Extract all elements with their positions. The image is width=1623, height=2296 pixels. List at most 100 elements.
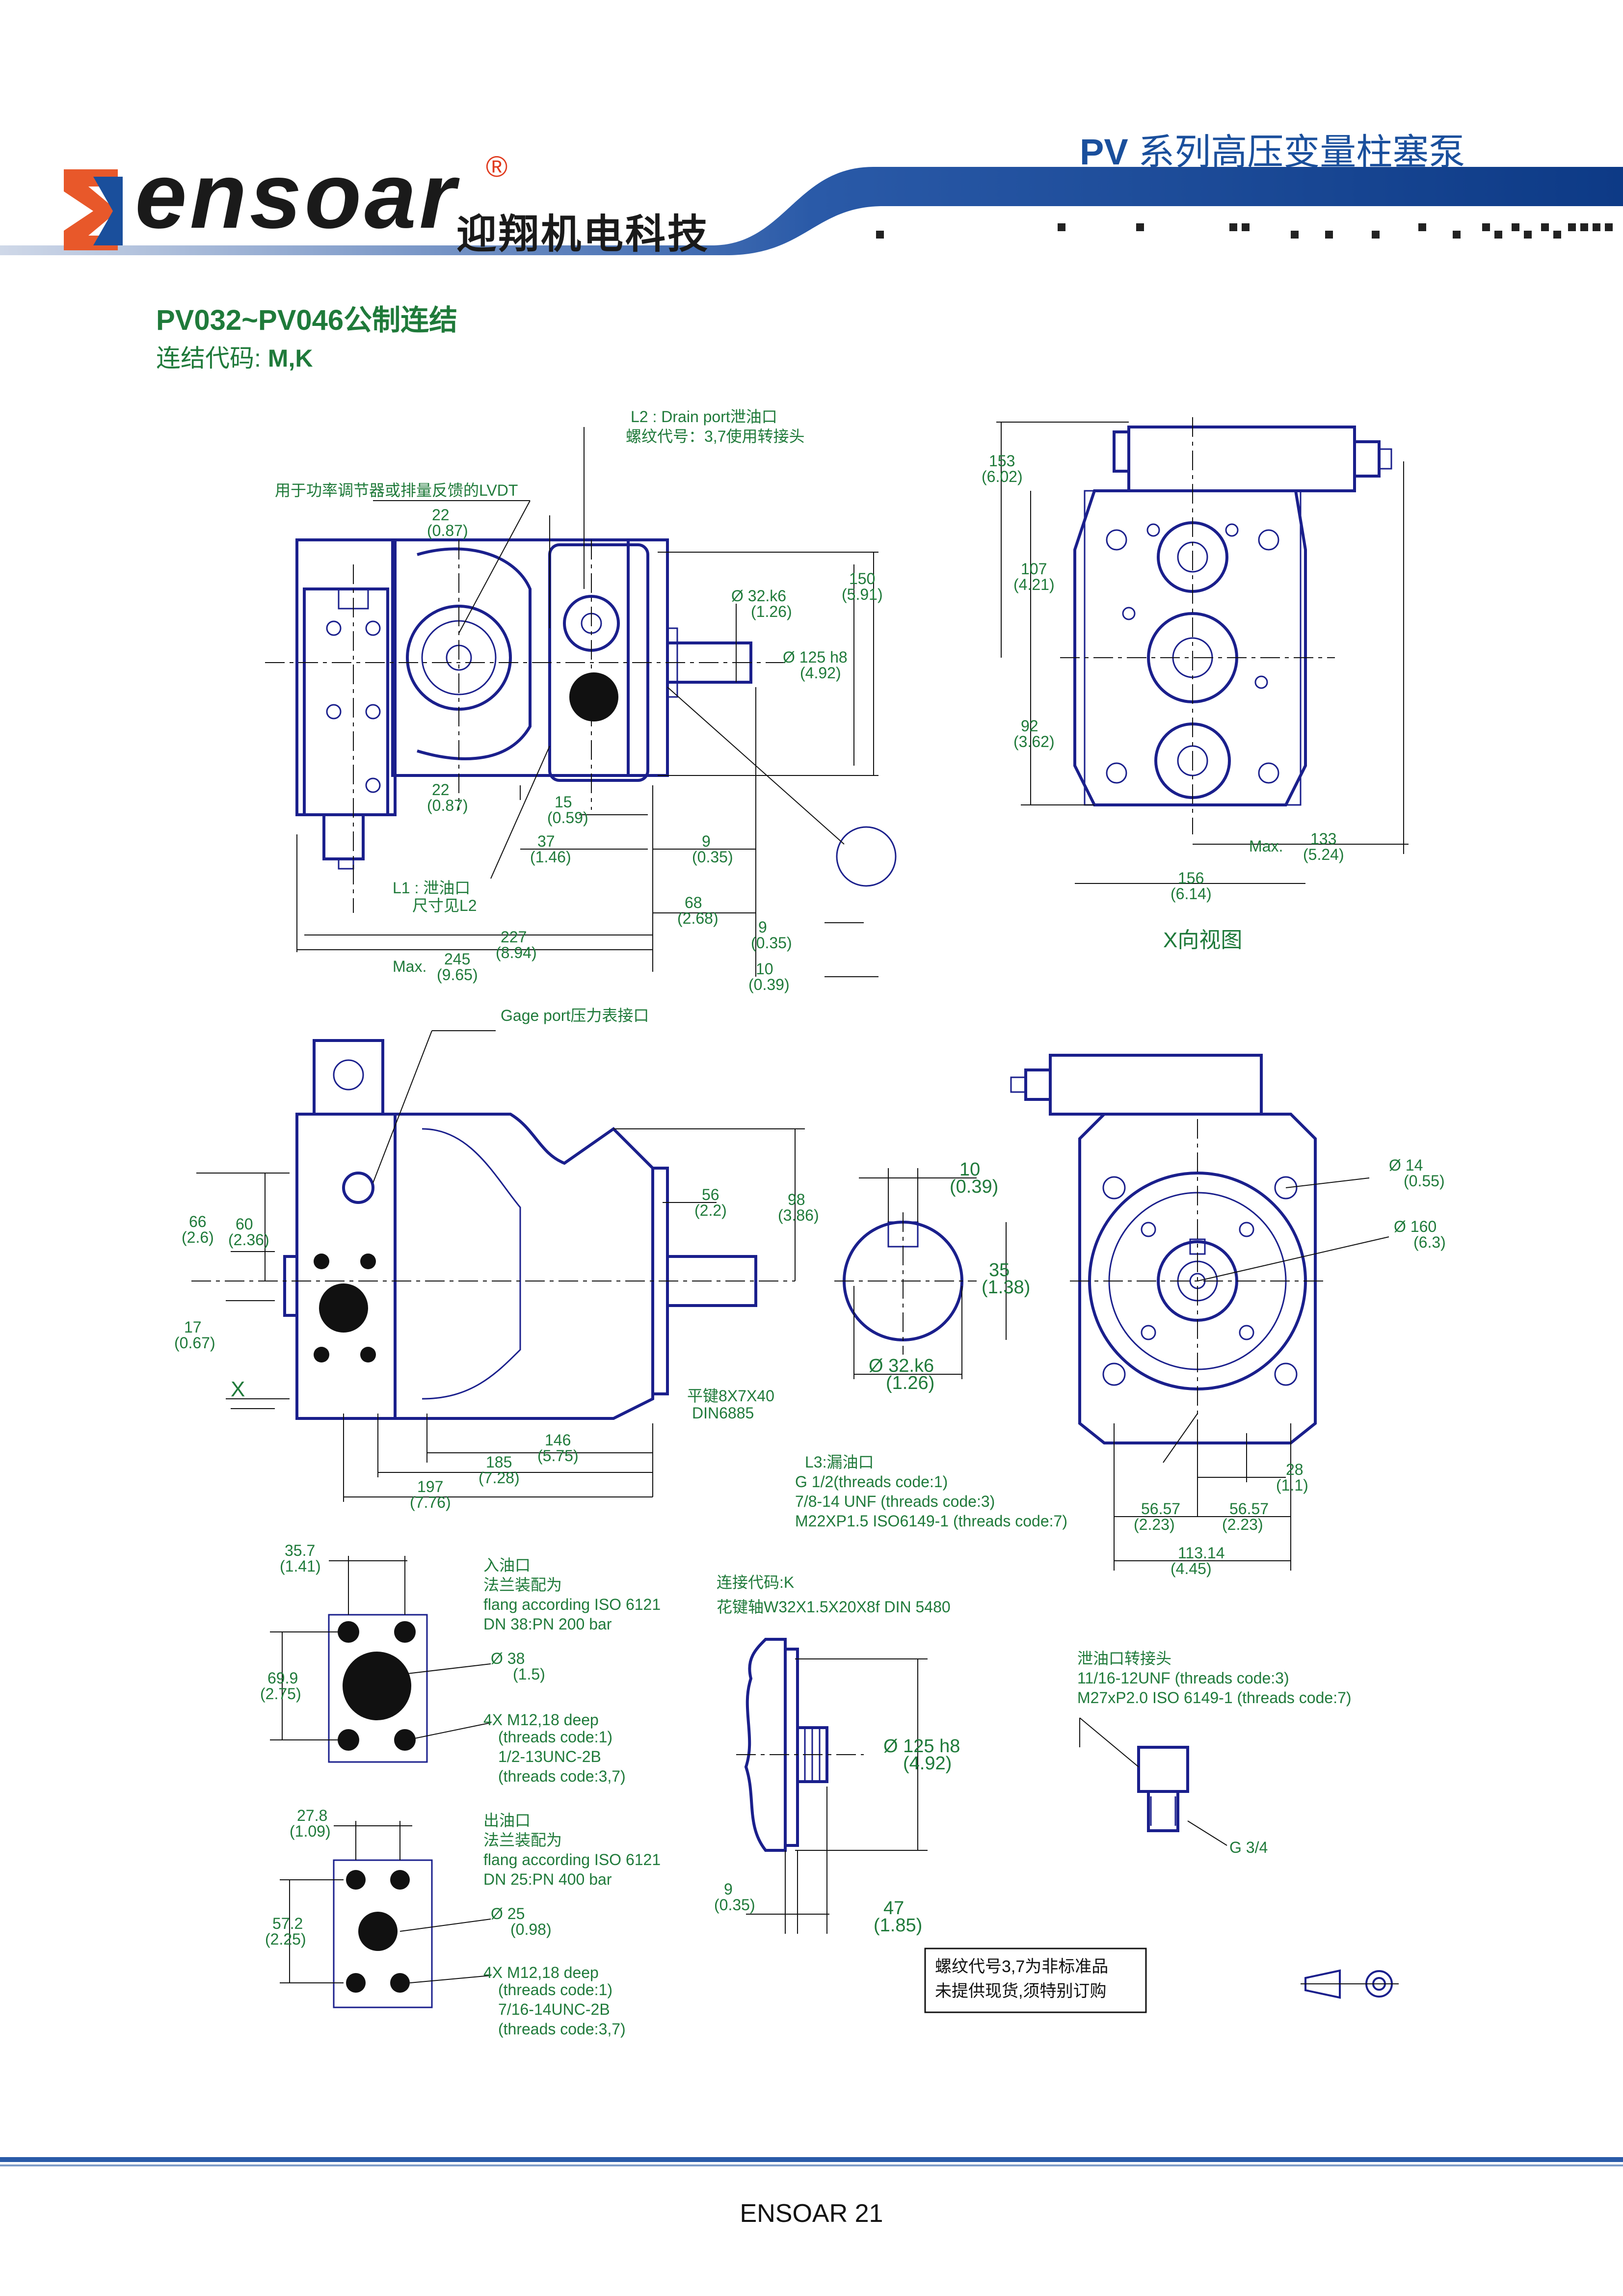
header-title-bold: PV bbox=[1080, 132, 1128, 172]
dim-9a-in: (0.35) bbox=[692, 848, 733, 866]
outlet-bolt3: 7/16-14UNC-2B bbox=[498, 2001, 610, 2018]
dim-60: 60 bbox=[236, 1215, 253, 1233]
shaft-dim-10: 10 bbox=[959, 1159, 980, 1180]
dim-9b: 9 bbox=[758, 918, 767, 936]
outlet-flange-view: 27.8 (1.09) 57.2 (2.25) 出油口 法兰装配为 flang … bbox=[265, 1807, 661, 2038]
outlet-bolt1: 4X M12,18 deep bbox=[483, 1964, 599, 1981]
gage-port-label: Gage port压力表接口 bbox=[501, 1007, 649, 1024]
dim-153: 153 bbox=[989, 452, 1015, 470]
dim-227: 227 bbox=[501, 928, 527, 946]
dim-15: 15 bbox=[555, 793, 572, 811]
spline-dim-47: 47 bbox=[883, 1898, 904, 1919]
dim-15-in: (0.59) bbox=[547, 809, 588, 827]
pump-side-view-top: L2 : Drain port泄油口 螺纹代号：3,7使用转接头 用于功率调节器… bbox=[265, 408, 897, 993]
dim-32k6: Ø 32.k6 bbox=[731, 587, 786, 605]
dim-185: 185 bbox=[486, 1453, 512, 1471]
x-direction-label: X bbox=[231, 1377, 245, 1401]
l3-label: L3:漏油口 bbox=[805, 1453, 874, 1471]
l3-line2: 7/8-14 UNF (threads code:3) bbox=[795, 1493, 995, 1510]
note-box: 螺纹代号3,7为非标准品 未提供现货,须特别订购 bbox=[924, 1948, 1147, 2013]
dim-146-in: (5.75) bbox=[537, 1447, 579, 1465]
dim-28: 28 bbox=[1286, 1461, 1304, 1478]
section-title: PV032~PV046公制连结 bbox=[156, 304, 458, 336]
spline-line1: 连接代码:K bbox=[717, 1574, 794, 1591]
outlet-dim-25: Ø 25 bbox=[491, 1905, 525, 1922]
connection-code-label: 连结代码: bbox=[156, 345, 268, 372]
page-header-title: PV 系列高压变量柱塞泵 bbox=[1080, 123, 1465, 175]
inlet-dim-699: 69.9 bbox=[267, 1669, 298, 1687]
dim-133-in: (5.24) bbox=[1303, 846, 1344, 863]
dim-11314-in: (4.45) bbox=[1171, 1560, 1212, 1577]
dim-150-in: (5.91) bbox=[842, 586, 883, 603]
dim-197: 197 bbox=[417, 1478, 443, 1495]
note-line2: 未提供现货,须特别订购 bbox=[935, 1982, 1106, 2001]
projection-symbol-icon bbox=[1301, 1969, 1399, 1999]
inlet-dim-357: 35.7 bbox=[285, 1542, 315, 1559]
outlet-title: 出油口 bbox=[483, 1812, 531, 1829]
key-label-line1: 平键8X7X40 bbox=[687, 1387, 774, 1405]
dim-68-in: (2.68) bbox=[677, 909, 718, 927]
dim-37: 37 bbox=[537, 832, 555, 850]
dim-22b: 22 bbox=[432, 781, 450, 799]
pump-side-view-mid: Gage port压力表接口 56 (2.2) 98 (3.86) 66 (2.… bbox=[174, 1007, 819, 1511]
connection-code-value: M,K bbox=[267, 345, 313, 372]
note-line1: 螺纹代号3,7为非标准品 bbox=[935, 1957, 1108, 1976]
dim-d14-in: (0.55) bbox=[1404, 1172, 1445, 1190]
dim-5657b-in: (2.23) bbox=[1222, 1516, 1263, 1533]
shaft-dim-35: 35 bbox=[989, 1260, 1010, 1281]
dim-125h8-in: (4.92) bbox=[800, 664, 841, 682]
outlet-dim-278: 27.8 bbox=[297, 1807, 327, 1824]
dim-107: 107 bbox=[1021, 560, 1047, 578]
dim-32k6-in: (1.26) bbox=[751, 603, 792, 620]
dim-22b-in: (0.87) bbox=[427, 797, 468, 814]
l2-label-line1: L2 : Drain port泄油口 bbox=[631, 408, 777, 426]
x-view-caption: X向视图 bbox=[1163, 928, 1242, 952]
header-band bbox=[0, 167, 1623, 255]
shaft-dim-32k6-in: (1.26) bbox=[886, 1373, 934, 1393]
spline-dim-9: 9 bbox=[724, 1880, 733, 1898]
adapter-g34: G 3/4 bbox=[1229, 1839, 1268, 1856]
dim-146: 146 bbox=[545, 1431, 571, 1449]
adapter-line2: 11/16-12UNF (threads code:3) bbox=[1077, 1669, 1289, 1687]
inlet-dim-38: Ø 38 bbox=[491, 1650, 525, 1667]
dim-60-in: (2.36) bbox=[228, 1231, 269, 1249]
inlet-dim-699-in: (2.75) bbox=[260, 1685, 301, 1703]
dim-17-in: (0.67) bbox=[174, 1334, 215, 1352]
l3-line1: G 1/2(threads code:1) bbox=[795, 1473, 948, 1491]
header-dot-pattern bbox=[876, 223, 1613, 239]
inlet-line3: DN 38:PN 200 bar bbox=[483, 1615, 612, 1633]
logo-wordmark: ensoar bbox=[135, 144, 459, 248]
dim-133-prefix: Max. bbox=[1249, 837, 1283, 855]
shaft-section-view: 10 (0.39) 35 (1.38) Ø 32.k6 (1.26) bbox=[834, 1159, 1030, 1393]
outlet-line3: DN 25:PN 400 bar bbox=[483, 1870, 612, 1888]
dim-22a-in: (0.87) bbox=[427, 522, 468, 539]
shaft-dim-32k6: Ø 32.k6 bbox=[869, 1356, 934, 1376]
dim-5657b: 56.57 bbox=[1229, 1500, 1269, 1518]
l1-label-line1: L1 : 泄油口 bbox=[393, 879, 470, 897]
dim-133: 133 bbox=[1310, 830, 1336, 848]
dim-9a: 9 bbox=[702, 832, 711, 850]
key-label-line2: DIN6885 bbox=[692, 1404, 754, 1422]
inlet-dim-38-in: (1.5) bbox=[513, 1665, 545, 1683]
dim-245: 245 bbox=[444, 950, 470, 968]
shaft-dim-35-in: (1.38) bbox=[982, 1277, 1030, 1298]
dim-56-in: (2.2) bbox=[694, 1201, 727, 1219]
l2-label-line2: 螺纹代号：3,7使用转接头 bbox=[626, 427, 805, 445]
dim-17: 17 bbox=[184, 1318, 202, 1336]
inlet-line2: flang according ISO 6121 bbox=[483, 1596, 661, 1613]
dim-98: 98 bbox=[788, 1191, 805, 1208]
dim-9b-in: (0.35) bbox=[751, 934, 792, 952]
spline-dim-47-in: (1.85) bbox=[874, 1915, 922, 1936]
inlet-bolt4: (threads code:3,7) bbox=[498, 1767, 626, 1785]
logo-registered-mark: ® bbox=[486, 150, 508, 183]
dim-156-in: (6.14) bbox=[1171, 885, 1212, 903]
outlet-dim-572-in: (2.25) bbox=[265, 1930, 306, 1948]
spline-dim-125-in: (4.92) bbox=[903, 1753, 952, 1774]
logo-chinese-name: 迎翔机电科技 bbox=[456, 212, 710, 257]
dim-11314: 113.14 bbox=[1178, 1544, 1225, 1562]
connection-code-line: 连结代码: M,K bbox=[156, 339, 313, 374]
dim-156: 156 bbox=[1178, 869, 1204, 887]
outlet-dim-572: 57.2 bbox=[272, 1915, 303, 1932]
dim-92: 92 bbox=[1021, 717, 1038, 735]
